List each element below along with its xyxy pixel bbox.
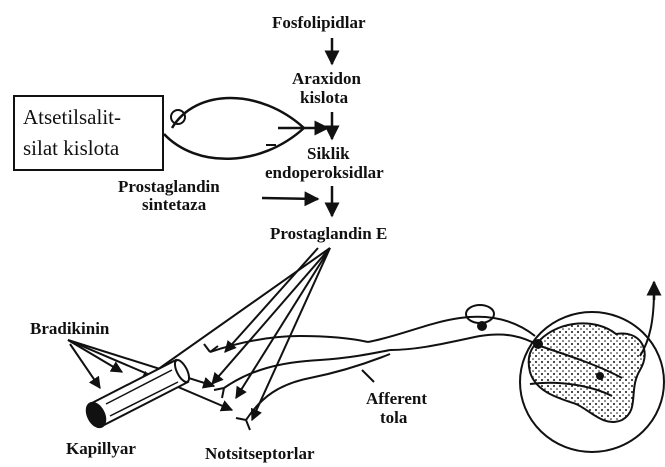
label-synthase-1: Prostaglandin [118,178,220,196]
label-capillary: Kapillyar [66,440,136,458]
ganglion-cell [477,321,487,331]
label-afferent-1: Afferent [366,390,427,408]
label-aspirin-1: Atsetilsalit- [23,106,121,128]
label-phospholipids: Fosfolipidlar [272,14,366,32]
label-cyclic-1: Siklik [307,145,350,163]
nociceptor-endings [204,336,390,430]
brady-ray-1 [68,340,122,372]
label-synthase-2: sintetaza [142,196,206,214]
spinal-cord [520,312,664,452]
spinal-neuron-2 [596,372,604,380]
nerve-tip-c [236,418,250,430]
label-arachidonic-2: kislota [300,89,348,107]
spinal-grey-matter [529,323,645,422]
ray-4 [252,248,330,420]
afferent-fiber-upper [368,317,535,342]
inhibition-circle [171,110,185,124]
label-nociceptors: Notsitseptorlar [205,445,315,463]
arrow-synthase-to-chain [262,198,318,199]
dorsal-root-ganglion [466,305,494,323]
label-aspirin-2: silat kislota [23,137,119,159]
ray-2 [212,248,330,384]
label-bradykinin: Bradikinin [30,320,109,338]
aspirin-box: Atsetilsalit- silat kislota [13,95,164,171]
prostaglandin-action-rays [140,248,330,420]
label-cyclic-2: endoperoksidlar [265,164,384,182]
nerve-branch-middle [224,350,390,388]
label-prostaglandin-e: Prostaglandin E [270,225,387,243]
afferent-fiber-lower [390,334,540,350]
afferent-pointer [362,370,374,382]
nerve-tip-b [214,388,224,398]
spinal-neuron-1 [533,339,543,349]
label-arachidonic-1: Araxidon [292,70,361,88]
label-afferent-2: tola [380,409,407,427]
